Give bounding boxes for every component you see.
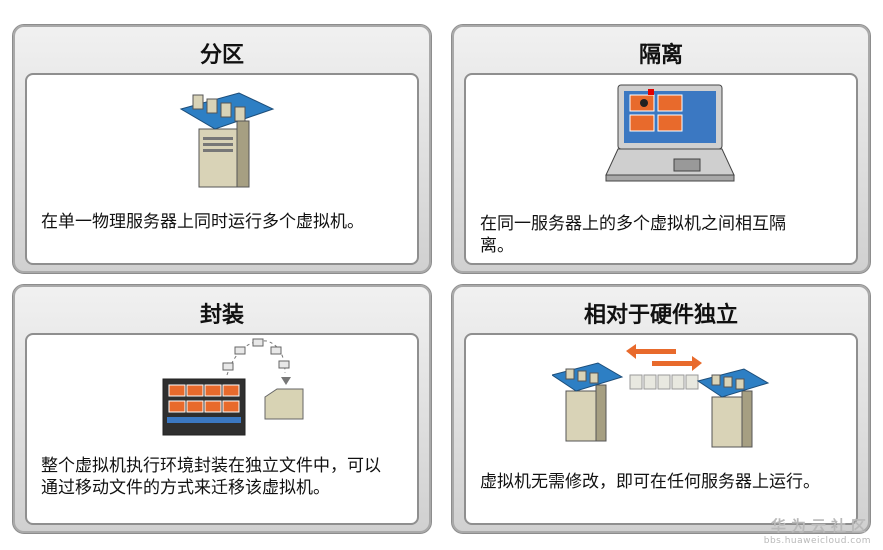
vm-migration-icon xyxy=(552,344,770,448)
isolation-card: 隔离 在同一服务器上的多个虚拟机之间相互隔离。 xyxy=(451,24,871,274)
card-description: 在同一服务器上的多个虚拟机之间相互隔离。 xyxy=(480,214,786,256)
card-body: 虚拟机无需修改，即可在任何服务器上运行。 xyxy=(464,333,858,525)
card-description: 虚拟机无需修改，即可在任何服务器上运行。 xyxy=(480,472,820,492)
card-title: 隔离 xyxy=(638,43,683,68)
hardware-independence-card: 相对于硬件独立 虚拟机无 xyxy=(451,284,871,534)
card-body: 在同一服务器上的多个虚拟机之间相互隔离。 xyxy=(464,73,858,265)
card-description: 在单一物理服务器上同时运行多个虚拟机。 xyxy=(41,212,364,232)
card-body: 在单一物理服务器上同时运行多个虚拟机。 xyxy=(25,73,419,265)
watermark: 华为云社区 bbs.huaweicloud.com xyxy=(764,515,871,546)
card-title: 分区 xyxy=(199,43,244,68)
partition-card: 分区 在单一物理服务器上同时运行多个虚拟机。 xyxy=(12,24,432,274)
watermark-url: bbs.huaweicloud.com xyxy=(763,536,871,546)
card-title: 相对于硬件独立 xyxy=(583,303,738,328)
watermark-text: 华为云社区 xyxy=(770,517,871,535)
vm-files-icon xyxy=(162,338,304,436)
card-title: 封装 xyxy=(199,303,244,328)
card-description: 整个虚拟机执行环境封装在独立文件中，可以通过移动文件的方式来迁移该虚拟机。 xyxy=(41,456,381,498)
laptop-icon xyxy=(605,84,735,182)
encapsulation-card: 封装 xyxy=(12,284,432,534)
card-body: 整个虚拟机执行环境封装在独立文件中，可以通过移动文件的方式来迁移该虚拟机。 xyxy=(25,333,419,525)
server-stack-icon xyxy=(179,92,275,188)
